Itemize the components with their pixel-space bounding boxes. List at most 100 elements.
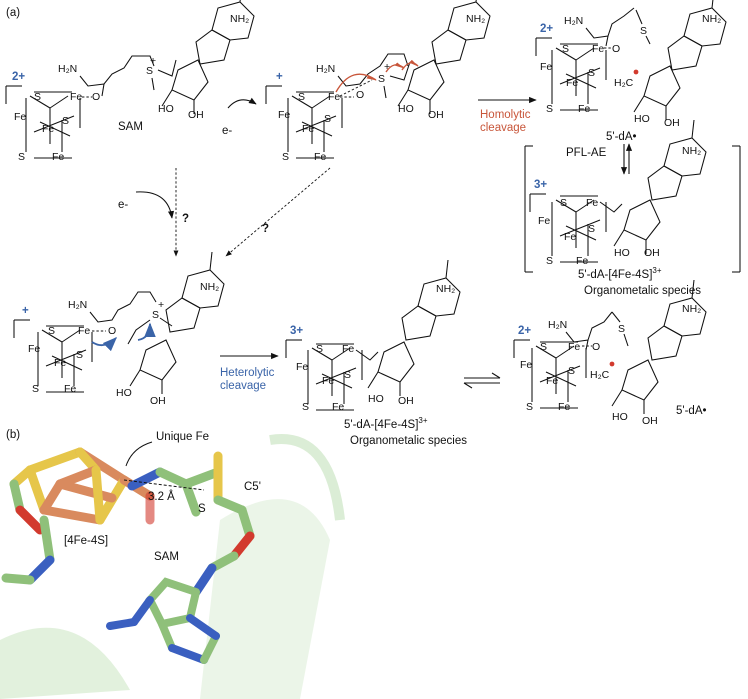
charge-label: 2+ [12,71,25,83]
s-atom: S [562,43,569,55]
electron-arrow [227,97,257,109]
fe-atom: Fe [332,401,344,413]
sam-structure-label: SAM [154,551,179,563]
s-atom: S [76,349,83,361]
s-atom: S [302,401,309,413]
fe-atom: Fe [566,77,578,89]
homolytic-half-arrow [401,59,419,71]
hydroxyl: OH [188,109,204,121]
fe-atom: Fe [342,343,354,355]
fe-atom: Fe [70,91,82,103]
sulfonium-s: S [146,65,153,77]
charge-label: 3+ [534,179,547,191]
homolytic-line: Homolytic [480,109,531,121]
plus-sign: + [384,61,390,73]
radical-dot [633,69,639,75]
radical-dot [609,361,615,367]
fe-atom: Fe [278,109,290,121]
fe-atom: Fe [586,197,598,209]
hydroxyl: OH [642,415,658,427]
cluster-2plus-with-dA-radical-top: 2+ S Fe Fe Fe S S Fe H₂N O S H₂C NH₂ HO … [535,0,727,143]
organometallic-formula-text: 5'-dA-[4Fe-4S] [344,419,418,431]
fe-atom: Fe [28,343,40,355]
s-atom: S [588,67,595,79]
unique-fe-label: Unique Fe [156,431,209,443]
organometallic-superscript: 3+ [652,266,661,275]
fe-atom: Fe [322,375,334,387]
dA-radical-label: 5'-dA• [676,405,707,417]
fe-atom: Fe [540,61,552,73]
s-atom: S [34,91,41,103]
hydroxyl: OH [150,395,166,407]
plus-sign: + [150,55,156,67]
adenine-nh2: NH₂ [436,283,455,295]
cluster-label: [4Fe-4S] [64,535,108,547]
amine-group: H₂N [68,299,87,311]
electron-label: e- [222,125,232,137]
sulfonium-s: S [378,73,385,85]
fe-atom: Fe [520,359,532,371]
amine-group: H₂N [548,319,567,331]
sam-bound-cluster-reduced: + S Fe Fe Fe S S Fe H₂N O S + NH₂ HO OH [265,0,491,163]
o-atom: O [612,43,620,55]
o-atom: O [592,341,600,353]
methionine-s: S [618,323,625,335]
organometallic-species-label: Organometalic species [584,285,701,297]
amine-group: H₂N [316,63,335,75]
organometallic-formula-text: 5'-dA-[4Fe-4S] [578,269,652,281]
dashed-pathway-arrow [225,167,331,257]
fe-atom: Fe [78,325,90,337]
heterolytic-line: Heterolytic [220,367,275,379]
panel-b-label: (b) [6,429,20,441]
adenine-nh2: NH₂ [466,13,485,25]
adenine-nh2: NH₂ [200,281,219,293]
fe-atom: Fe [568,341,580,353]
fe-atom: Fe [42,123,54,135]
question-mark: ? [262,223,269,235]
hydroxyl: OH [428,109,444,121]
s-atom: S [344,369,351,381]
heterolytic-arrow-curve [91,336,118,352]
hydroxyl: HO [612,411,628,423]
electron-arrow [135,191,175,219]
charge-label: + [276,71,283,83]
o-atom: O [356,89,364,101]
fe-atom: Fe [576,255,588,267]
fe-atom: Fe [546,375,558,387]
s-atom: S [540,341,547,353]
sam-bound-cluster-heterolytic: + S Fe Fe Fe S S Fe H₂N O S + NH₂ HO OH [13,251,225,407]
hydroxyl: HO [158,103,174,115]
organometallic-species-right: 3+ S Fe Fe Fe S S Fe NH₂ HO OH 5'-dA-[4F… [529,119,707,297]
s-atom: S [32,383,39,395]
fe-atom: Fe [54,357,66,369]
homolytic-half-arrow [385,62,405,73]
o-atom: O [92,91,100,103]
s-atom: S [560,197,567,209]
hydroxyl: OH [664,117,680,129]
hydroxyl: OH [398,395,414,407]
heterolytic-line: cleavage [220,380,266,392]
heterolytic-arrow-curve [137,322,156,341]
distance-label: 3.2 Å [148,490,175,503]
crystal-structure-render [0,434,345,699]
sam-label: SAM [118,121,143,133]
charge-label: 2+ [540,23,553,35]
methylene-radical-carbon: H₂C [614,77,634,89]
s-atom: S [316,343,323,355]
heterolytic-label: Heterolytic cleavage [220,367,278,392]
fe-atom: Fe [64,383,76,395]
methionine-s: S [640,25,647,37]
sulfur-label: S [198,503,206,515]
fe-atom: Fe [538,215,550,227]
charge-label: 2+ [518,325,531,337]
hydroxyl: HO [634,113,650,125]
fe-atom: Fe [296,361,308,373]
s-atom: S [48,325,55,337]
adenine-nh2: NH₂ [702,13,721,25]
sam-bound-cluster-2plus: 2+ S Fe Fe Fe S S Fe H₂N O S + NH₂ HO OH… [5,0,255,163]
fe-atom: Fe [328,91,340,103]
organometallic-formula: 5'-dA-[4Fe-4S]3+ [578,266,662,281]
fe-atom: Fe [52,151,64,163]
s-atom: S [546,103,553,115]
organometallic-species-bottom: 3+ S Fe Fe Fe S S Fe NH₂ HO OH 5'-dA-[4F… [285,259,467,447]
